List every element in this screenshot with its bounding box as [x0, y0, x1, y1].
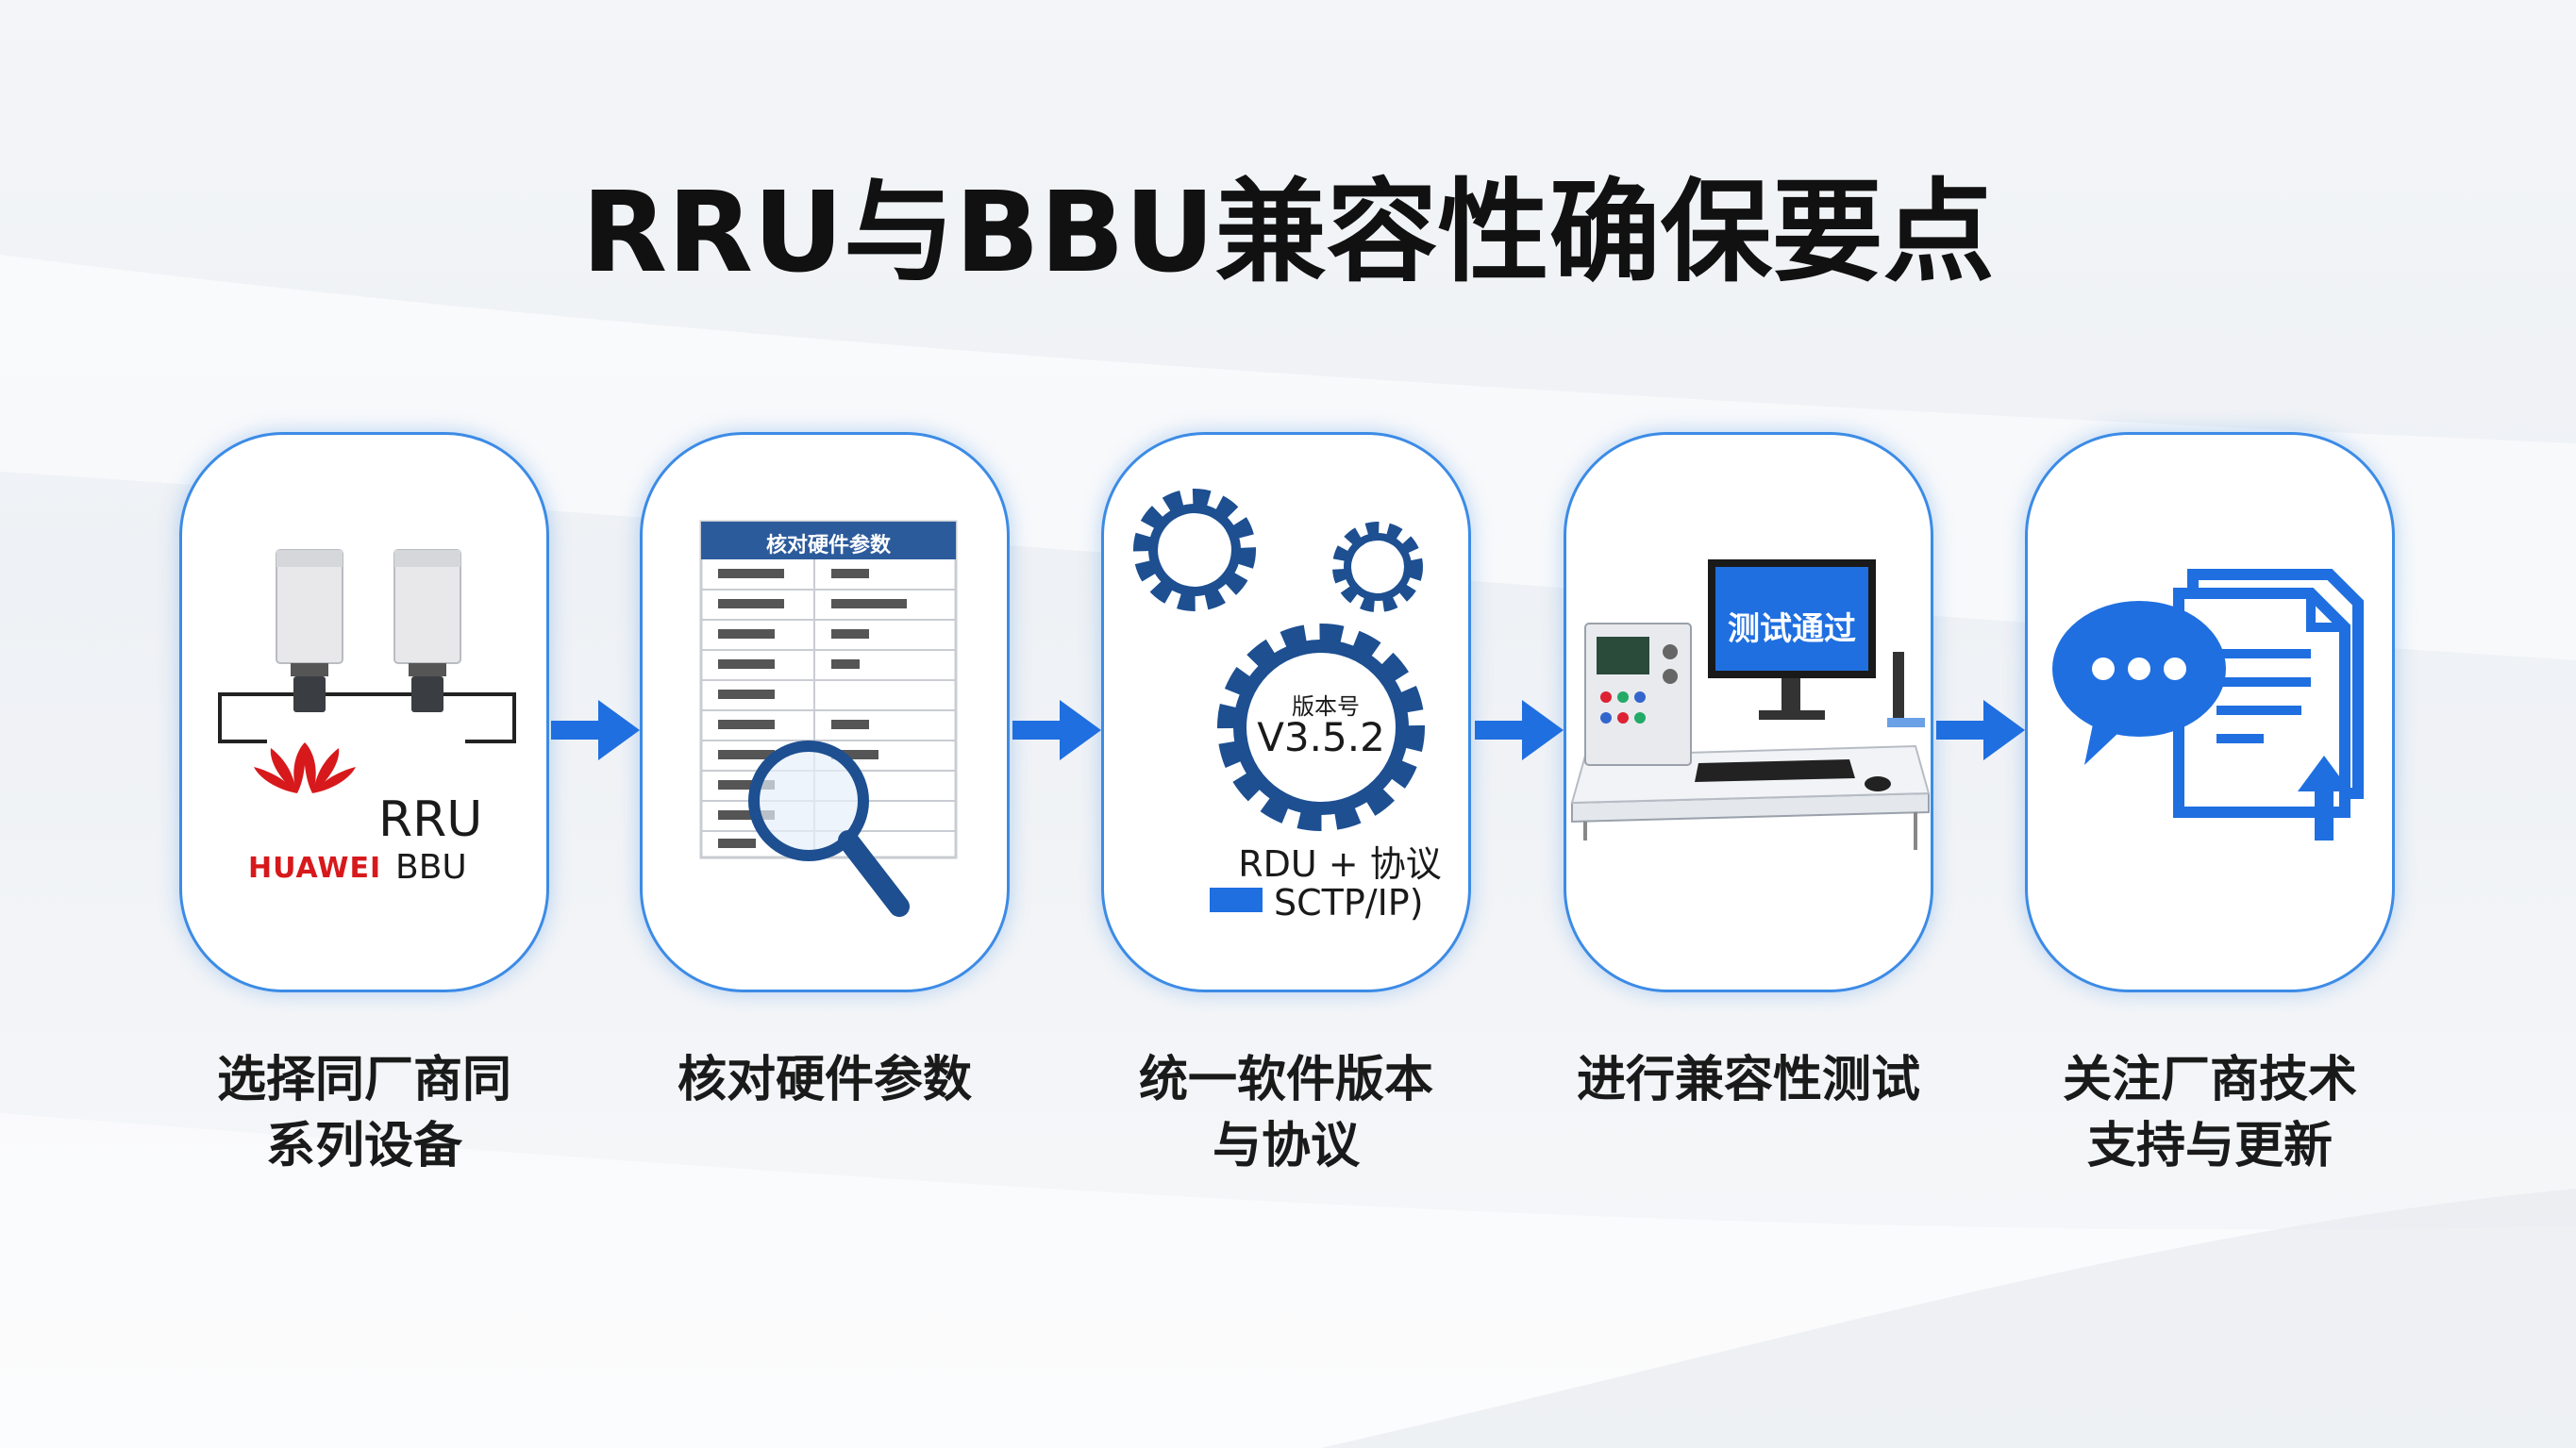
- step-caption-1: 选择同厂商同 系列设备: [179, 1047, 549, 1179]
- protocol-legend: SCTP/IP): [1274, 882, 1424, 924]
- rru-label: RRU: [378, 791, 483, 848]
- bbu-label: BBU: [395, 848, 467, 887]
- step-card-2: 核对硬件参数: [640, 432, 1010, 992]
- flow-arrow-icon: [1012, 700, 1101, 760]
- chat-document-update-icon: [2052, 569, 2364, 841]
- caption-line: 关注厂商技术: [2062, 1052, 2357, 1108]
- caption-line: 统一软件版本: [1138, 1052, 1433, 1108]
- caption-line: 与协议: [1212, 1118, 1360, 1174]
- step-caption-3: 统一软件版本 与协议: [1101, 1047, 1471, 1179]
- brand-label: HUAWEI: [248, 852, 382, 885]
- step-card-1: HUAWEI RRU BBU: [179, 432, 549, 992]
- flow-arrow-icon: [1475, 700, 1564, 760]
- sheet-title: 核对硬件参数: [765, 534, 891, 558]
- gears-icon: [1133, 489, 1425, 912]
- step-card-4: 测试通过: [1564, 432, 1933, 992]
- parameter-sheet-magnifier-icon: [699, 520, 958, 917]
- caption-line: 核对硬件参数: [677, 1052, 972, 1108]
- step-caption-2: 核对硬件参数: [640, 1047, 1010, 1113]
- step-caption-5: 关注厂商技术 支持与更新: [2025, 1047, 2395, 1179]
- test-bench-icon: [1570, 559, 1931, 850]
- caption-line: 选择同厂商同: [216, 1052, 511, 1108]
- page-title: RRU与BBU兼容性确保要点: [581, 167, 1995, 297]
- caption-line: 进行兼容性测试: [1576, 1052, 1920, 1108]
- monitor-screen-text: 测试通过: [1728, 610, 1856, 648]
- flow-arrow-icon: [551, 700, 640, 760]
- protocol-line: RDU + 协议: [1238, 843, 1442, 885]
- step-caption-4: 进行兼容性测试: [1564, 1047, 1933, 1113]
- rru-bbu-devices-icon: [218, 549, 516, 793]
- flow-arrow-icon: [1936, 700, 2025, 760]
- caption-line: 支持与更新: [2086, 1118, 2333, 1174]
- step-card-5: [2025, 432, 2395, 992]
- version-value: V3.5.2: [1257, 714, 1385, 760]
- version-label: 版本号: [1292, 693, 1360, 720]
- step-card-3: 版本号 V3.5.2 RDU + 协议 SCTP/IP): [1101, 432, 1471, 992]
- caption-line: 系列设备: [265, 1118, 462, 1174]
